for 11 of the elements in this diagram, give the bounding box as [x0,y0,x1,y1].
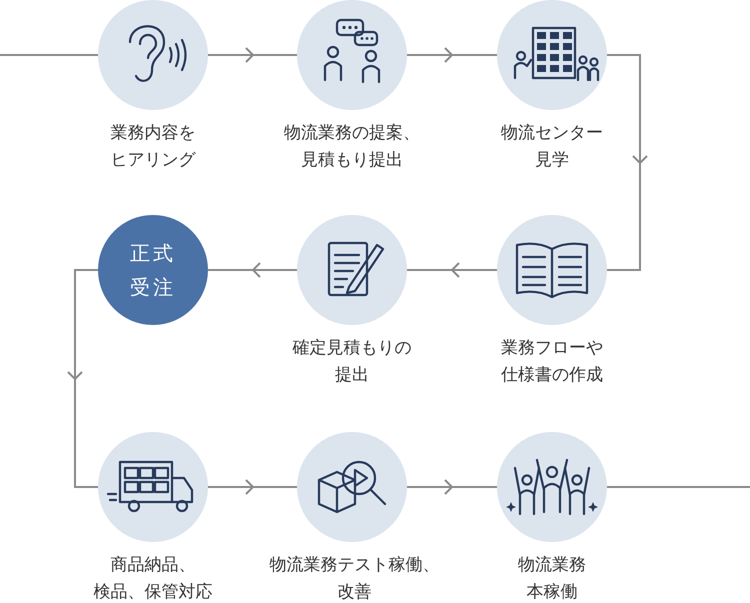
step-caption: 物流業務本稼働 [517,554,587,603]
connector-line [607,486,750,488]
connector-line [0,54,98,56]
step-caption: 確定見積もりの提出 [292,337,412,387]
step-caption: 商品納品、検品、保管対応 [92,554,214,603]
step-caption: 物流業務の提案、見積もり提出 [283,122,421,172]
step-caption: 物流センター見学 [500,122,604,172]
step-caption: 物流業務テスト稼働、改善 [268,554,440,603]
step-caption: 業務フローや仕様書の作成 [500,337,604,387]
order-circle: 正式受注 [98,215,208,325]
step-caption: 業務内容をヒアリング [110,122,197,172]
